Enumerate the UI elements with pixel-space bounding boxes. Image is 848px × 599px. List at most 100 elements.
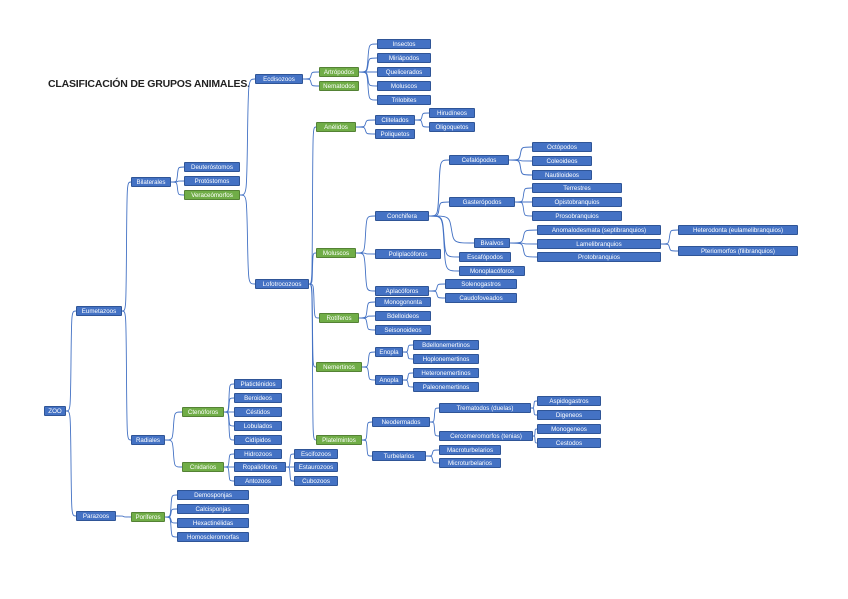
node-hexactinelidas[interactable]: Hexactinélidas (177, 518, 249, 528)
node-bilaterales[interactable]: Bilaterales (131, 177, 171, 187)
node-anomalodesmata[interactable]: Anomalodesmata (septibranquios) (537, 225, 661, 235)
node-aplacoforos[interactable]: Aplacóforos (375, 286, 429, 296)
node-nematodos[interactable]: Nematodos (319, 81, 359, 91)
node-ctenoforos[interactable]: Ctenóforos (182, 407, 224, 417)
node-lofotrocozoos[interactable]: Lofotrocozoos (255, 279, 309, 289)
node-hoplonemertinos[interactable]: Hoplonemertinos (413, 354, 479, 364)
node-aspidogastros[interactable]: Aspidogastros (537, 396, 601, 406)
node-digeneos[interactable]: Digeneos (537, 410, 601, 420)
node-veraceomorfos[interactable]: Veraceómorfos (184, 190, 240, 200)
node-lobulados[interactable]: Lobulados (234, 421, 282, 431)
node-insectos[interactable]: Insectos (377, 39, 431, 49)
node-escifozoos[interactable]: Escifozoos (294, 449, 338, 459)
node-homoscleromorfas[interactable]: Homoscleromorfas (177, 532, 249, 542)
node-protobranquios[interactable]: Protobranquios (537, 252, 661, 262)
node-ecdisozoos[interactable]: Ecdisozoos (255, 74, 303, 84)
node-cidipidos[interactable]: Cidípidos (234, 435, 282, 445)
connector-clitelados-oligoquetos (414, 119, 430, 128)
connector-moluscos-aplacoforos (355, 252, 376, 292)
node-rotiferos[interactable]: Rotíferos (319, 313, 359, 323)
node-opistobranquios[interactable]: Opistobranquios (532, 197, 622, 207)
node-cefalopodos[interactable]: Cefalópodos (449, 155, 509, 165)
connector-artropodos-trilobites (358, 71, 378, 101)
node-estaurozoos[interactable]: Estaurozoos (294, 462, 338, 472)
node-eumetazoos[interactable]: Eumetazoos (76, 306, 122, 316)
node-protostomos[interactable]: Protóstomos (184, 176, 240, 186)
node-bivalvos[interactable]: Bivalvos (474, 238, 510, 248)
connector-verace-lofotrocozoos (239, 194, 256, 285)
node-pteriomorfos[interactable]: Pteriomorfos (filibranquios) (678, 246, 798, 256)
node-moluscos-ecdisozoos[interactable]: Moluscos (377, 81, 431, 91)
node-cubozoos[interactable]: Cubozoos (294, 476, 338, 486)
node-microturbelarios[interactable]: Microturbelarios (439, 458, 501, 468)
node-oligoquetos[interactable]: Oligoquetos (429, 122, 475, 132)
node-parazoos[interactable]: Parazoos (76, 511, 116, 521)
node-beroideos[interactable]: Beroideos (234, 393, 282, 403)
node-nemertinos[interactable]: Nemertinos (316, 362, 362, 372)
node-caudofoveados[interactable]: Caudofoveados (445, 293, 517, 303)
node-clitelados[interactable]: Clitelados (375, 115, 415, 125)
node-heterodonta[interactable]: Heterodonta (eulamelibranquios) (678, 225, 798, 235)
connector-eumetazoos-radiales (121, 310, 132, 441)
node-bdellonemertinos[interactable]: Bdellonemertinos (413, 340, 479, 350)
node-anelidos[interactable]: Anélidos (316, 122, 356, 132)
node-conchifera[interactable]: Conchifera (375, 211, 429, 221)
node-ropaliforos[interactable]: Ropalióforos (234, 462, 286, 472)
node-macroturbelarios[interactable]: Macroturbelarios (439, 445, 501, 455)
node-terrestres[interactable]: Terrestres (532, 183, 622, 193)
node-deuterostomos[interactable]: Deuteróstomos (184, 162, 240, 172)
node-paleonemertinos[interactable]: Paleonemertinos (413, 382, 479, 392)
node-trematodos[interactable]: Trematodos (duelas) (439, 403, 531, 413)
connector-lofotrocozoos-moluscos (308, 252, 317, 285)
node-monogononta[interactable]: Monogononta (375, 297, 431, 307)
node-nautiloideos[interactable]: Nautiloideos (532, 170, 592, 180)
node-moluscos[interactable]: Moluscos (316, 248, 356, 258)
node-cestidos[interactable]: Céstidos (234, 407, 282, 417)
node-cercomeromorfos[interactable]: Cercomeromorfos (tenias) (439, 431, 533, 441)
node-poliplacoforos[interactable]: Poliplacóforos (375, 249, 441, 259)
node-enopla[interactable]: Enopla (375, 347, 403, 357)
node-cestodos[interactable]: Cestodos (537, 438, 601, 448)
node-solenogastros[interactable]: Solenogastros (445, 279, 517, 289)
connector-bilaterales-deuterostomos (170, 166, 185, 183)
node-anopla[interactable]: Anopla (375, 375, 403, 385)
node-neodermados[interactable]: Neodermados (372, 417, 430, 427)
node-poliquetos[interactable]: Poliquetos (375, 129, 415, 139)
connector-nemertinos-enopla (361, 351, 376, 368)
node-cnidarios[interactable]: Cnidarios (182, 462, 224, 472)
node-gasteropodos[interactable]: Gasterópodos (449, 197, 515, 207)
node-lamelibranquios[interactable]: Lamelibranquios (537, 239, 661, 249)
node-poriferos[interactable]: Poríferos (131, 512, 165, 522)
connector-lofotrocozoos-anelidos (308, 126, 317, 285)
connector-aplacoforos-caudofoveados (428, 290, 446, 299)
node-coleoideos[interactable]: Coleoideos (532, 156, 592, 166)
node-platictenidos[interactable]: Platicténidos (234, 379, 282, 389)
node-prosobranquios[interactable]: Prosobranquios (532, 211, 622, 221)
node-bdelloideos[interactable]: Bdelloideos (375, 311, 431, 321)
node-hirudineos[interactable]: Hirudíneos (429, 108, 475, 118)
node-calcisponjas[interactable]: Calcisponjas (177, 504, 249, 514)
node-quelicerados[interactable]: Quelicerados (377, 67, 431, 77)
node-octopodos[interactable]: Octópodos (532, 142, 592, 152)
node-seisonoideos[interactable]: Seisonoideos (375, 325, 431, 335)
node-radiales[interactable]: Radiales (131, 435, 165, 445)
node-heteronemertinos[interactable]: Heteronemertinos (413, 368, 479, 378)
node-demosponjas[interactable]: Demosponjas (177, 490, 249, 500)
node-monoplacoforos[interactable]: Monoplacóforos (459, 266, 525, 276)
connector-neodermados-cercomeromorfos (429, 421, 440, 437)
node-monogeneos[interactable]: Monogeneos (537, 424, 601, 434)
node-antozoos[interactable]: Antozoos (234, 476, 282, 486)
connector-ecdisozoos-artropodos (302, 71, 320, 80)
node-turbelarios[interactable]: Turbelarios (372, 451, 426, 461)
node-trilobites[interactable]: Trilobites (377, 95, 431, 105)
page-title: CLASIFICACIÓN DE GRUPOS ANIMALES. (48, 78, 250, 90)
node-escafopodos[interactable]: Escafópodos (459, 252, 511, 262)
node-artropodos[interactable]: Artrópodos (319, 67, 359, 77)
connector-conchifera-monoplacoforos (428, 215, 460, 272)
connector-radiales-cnidarios (164, 439, 183, 468)
node-hidrozoos[interactable]: Hidrozoos (234, 449, 282, 459)
node-platelmintos[interactable]: Platelmintos (316, 435, 362, 445)
node-zoo[interactable]: ZOO (44, 406, 66, 416)
node-miriapodos[interactable]: Miriápodos (377, 53, 431, 63)
connector-nemertinos-anopla (361, 366, 376, 381)
